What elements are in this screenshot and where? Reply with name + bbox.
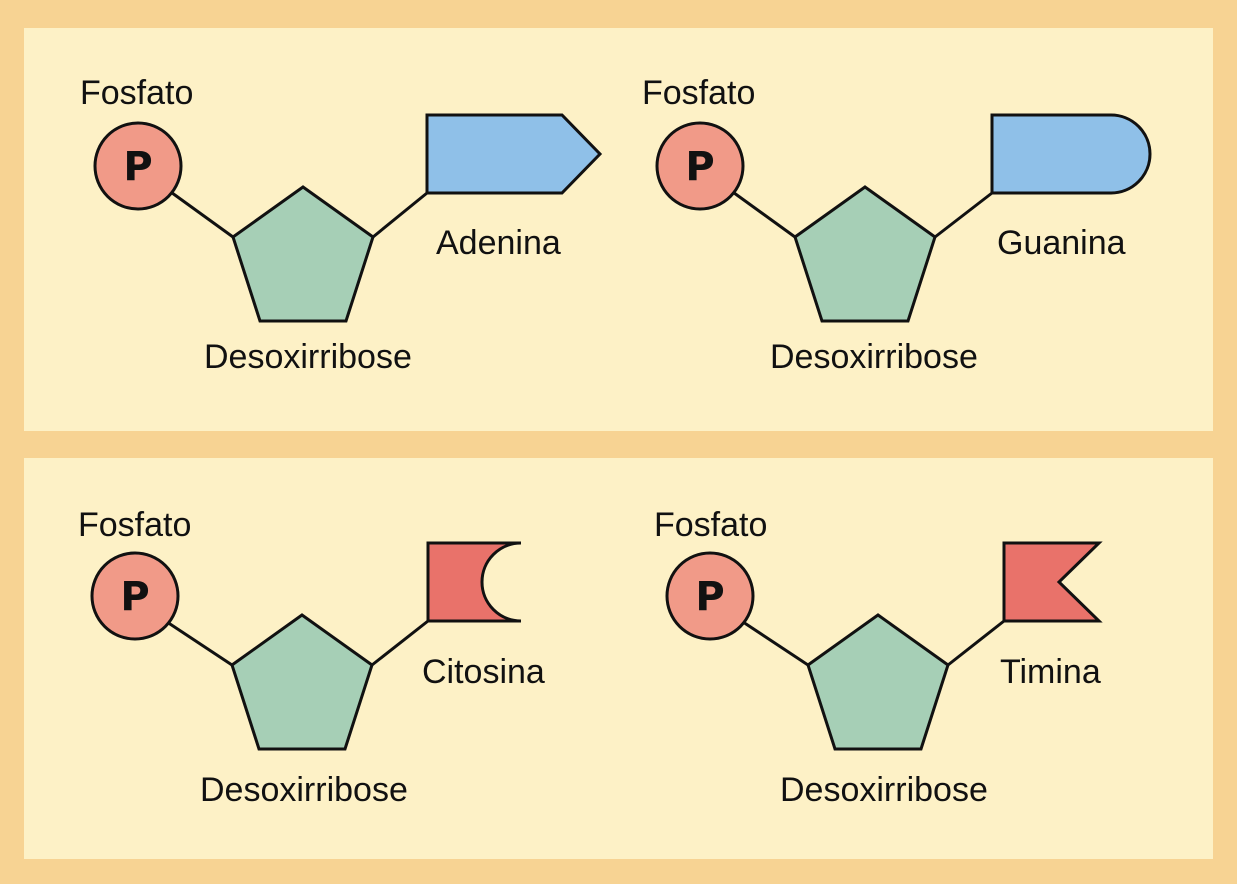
adenine-base	[425, 113, 603, 195]
phosphate-label: Fosfato	[78, 506, 191, 544]
base-label: Adenina	[436, 224, 561, 262]
nucleotide-citosina: P Fosfato Citosina Desoxirribose	[78, 506, 545, 809]
phosphate-symbol: P	[123, 144, 152, 190]
deoxyribose-pentagon	[231, 185, 375, 323]
base-label: Citosina	[422, 653, 545, 691]
phosphate-label: Fosfato	[642, 74, 755, 112]
sugar-label: Desoxirribose	[780, 771, 988, 809]
phosphate-symbol: P	[120, 574, 149, 620]
phosphate-label: Fosfato	[80, 74, 193, 112]
sugar-label: Desoxirribose	[200, 771, 408, 809]
phosphate-circle	[90, 551, 180, 641]
sugar-base-bond	[934, 191, 993, 239]
sugar-label: Desoxirribose	[204, 338, 412, 376]
phosphate-circle	[665, 551, 755, 641]
sugar-base-bond	[947, 619, 1005, 667]
phosphate-symbol: P	[695, 574, 724, 620]
nucleotide-timina: P Fosfato Timina Desoxirribose	[654, 506, 1103, 809]
base-label: Timina	[1000, 653, 1101, 691]
phosphate-sugar-bond	[163, 618, 233, 667]
cytosine-base	[426, 541, 522, 623]
phosphate-sugar-bond	[739, 618, 809, 667]
nucleotide-guanina: P Fosfato Guanina Desoxirribose	[642, 74, 1152, 376]
thymine-base	[1002, 541, 1103, 623]
phosphate-circle	[655, 121, 745, 211]
nucleotide-adenina: P Fosfato Adenina Desoxirribose	[80, 74, 603, 376]
phosphate-symbol: P	[685, 144, 714, 190]
sugar-base-bond	[371, 619, 429, 667]
deoxyribose-pentagon	[806, 613, 950, 751]
phosphate-circle	[93, 121, 183, 211]
sugar-base-bond	[372, 191, 428, 239]
guanine-base	[990, 113, 1152, 195]
phosphate-label: Fosfato	[654, 506, 767, 544]
phosphate-sugar-bond	[729, 188, 796, 239]
base-label: Guanina	[997, 224, 1126, 262]
deoxyribose-pentagon	[793, 185, 937, 323]
phosphate-sugar-bond	[167, 188, 234, 239]
deoxyribose-pentagon	[230, 613, 374, 751]
sugar-label: Desoxirribose	[770, 338, 978, 376]
